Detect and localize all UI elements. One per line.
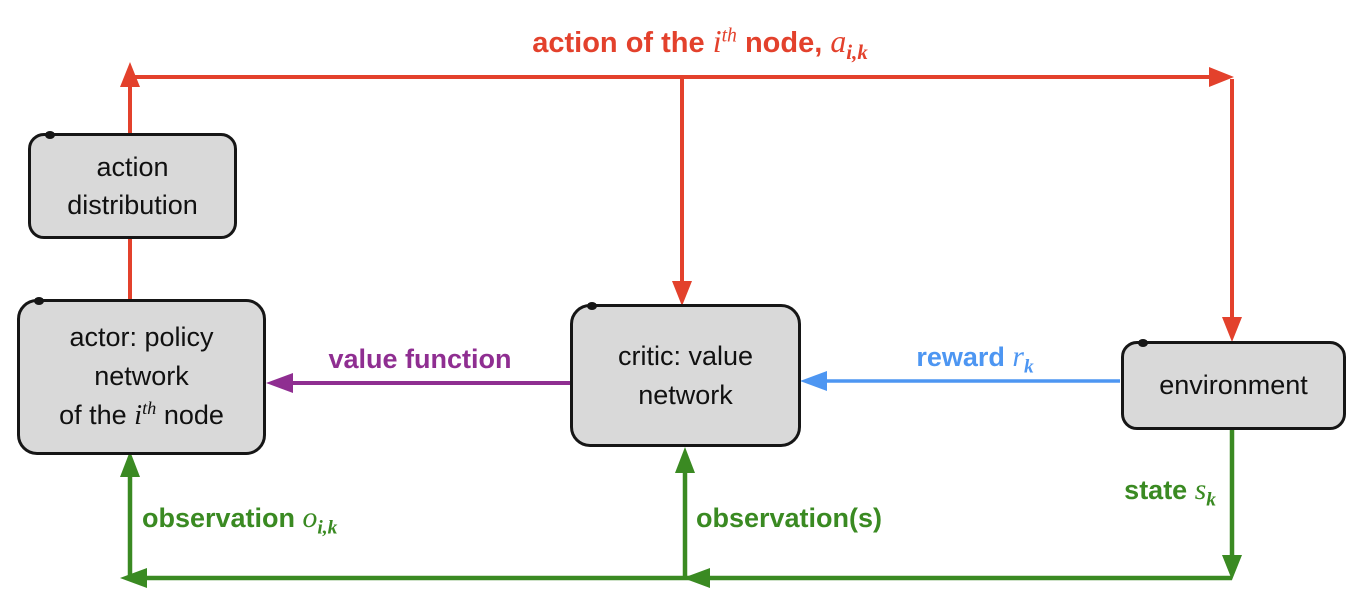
actor-line3-post: node bbox=[156, 400, 224, 430]
arrowhead-down-icon bbox=[1222, 555, 1242, 580]
arrowhead-left-icon bbox=[266, 373, 293, 393]
state-label-sub-k: k bbox=[1206, 489, 1216, 511]
value-function-edge-label: value function bbox=[328, 344, 512, 374]
value-function-arrow-group bbox=[266, 373, 570, 393]
action-label-var-i: i bbox=[712, 24, 722, 59]
arrowhead-up-icon bbox=[120, 451, 140, 477]
action-distribution-box: action distribution bbox=[28, 131, 237, 239]
reward-label-var-r: r bbox=[1012, 341, 1024, 373]
arrowhead-left-icon bbox=[120, 568, 147, 588]
arrowhead-down-icon bbox=[672, 281, 692, 306]
actor-label-line2: network bbox=[94, 360, 189, 391]
actor-box: actor: policy network of the ith node bbox=[17, 297, 266, 455]
actor-label-line3: of the ith node bbox=[59, 395, 224, 436]
arrowhead-left-icon bbox=[800, 371, 827, 391]
critic-label-line1: critic: value bbox=[617, 341, 754, 372]
arrowhead-up-icon bbox=[675, 447, 695, 473]
action-label-var-a: a bbox=[830, 24, 847, 59]
observation-actor-var-o: o bbox=[302, 502, 318, 534]
action-label-sup-th: th bbox=[721, 24, 737, 47]
critic-label-line2: network bbox=[638, 379, 733, 410]
reward-edge-label: reward rk bbox=[840, 341, 1110, 378]
action-label-mid: node, bbox=[736, 27, 831, 59]
arrowhead-up-icon bbox=[120, 62, 140, 87]
reward-arrow-group bbox=[800, 371, 1120, 391]
state-label-var-s: s bbox=[1194, 474, 1207, 506]
reward-label-sub-k: k bbox=[1023, 356, 1034, 378]
environment-label: environment bbox=[1159, 370, 1308, 401]
state-label-pre: state bbox=[1124, 475, 1195, 505]
actor-line3-var-i: i bbox=[134, 399, 143, 431]
arrowhead-down-icon bbox=[1222, 317, 1242, 342]
observation-arrow-group bbox=[120, 430, 1242, 588]
action-label-pre: action of the bbox=[532, 27, 713, 59]
action-arrow-group bbox=[120, 62, 1242, 342]
action-label-sub-ik: i,k bbox=[846, 39, 868, 64]
environment-box: environment bbox=[1121, 339, 1346, 430]
arrowhead-left-icon bbox=[683, 568, 710, 588]
action-distribution-label-line2: distribution bbox=[67, 190, 198, 220]
actor-label-line1: actor: policy bbox=[69, 322, 214, 353]
actor-line3-pre: of the bbox=[59, 400, 135, 430]
reward-label-pre: reward bbox=[916, 342, 1013, 372]
observation-actor-sub-ik: i,k bbox=[317, 517, 338, 539]
state-edge-label: state sk bbox=[1020, 474, 1216, 511]
observation-actor-edge-label: observation oi,k bbox=[142, 502, 338, 539]
action-edge-label: action of the ith node, ai,k bbox=[350, 24, 1050, 62]
actor-line3-sup-th: th bbox=[142, 398, 157, 418]
arrowhead-right-icon bbox=[1209, 67, 1234, 87]
critic-box: critic: value network bbox=[570, 302, 801, 447]
action-distribution-label-line1: action bbox=[96, 151, 169, 182]
observation-actor-pre: observation bbox=[142, 503, 303, 533]
observation-critic-edge-label: observation(s) bbox=[696, 503, 883, 533]
